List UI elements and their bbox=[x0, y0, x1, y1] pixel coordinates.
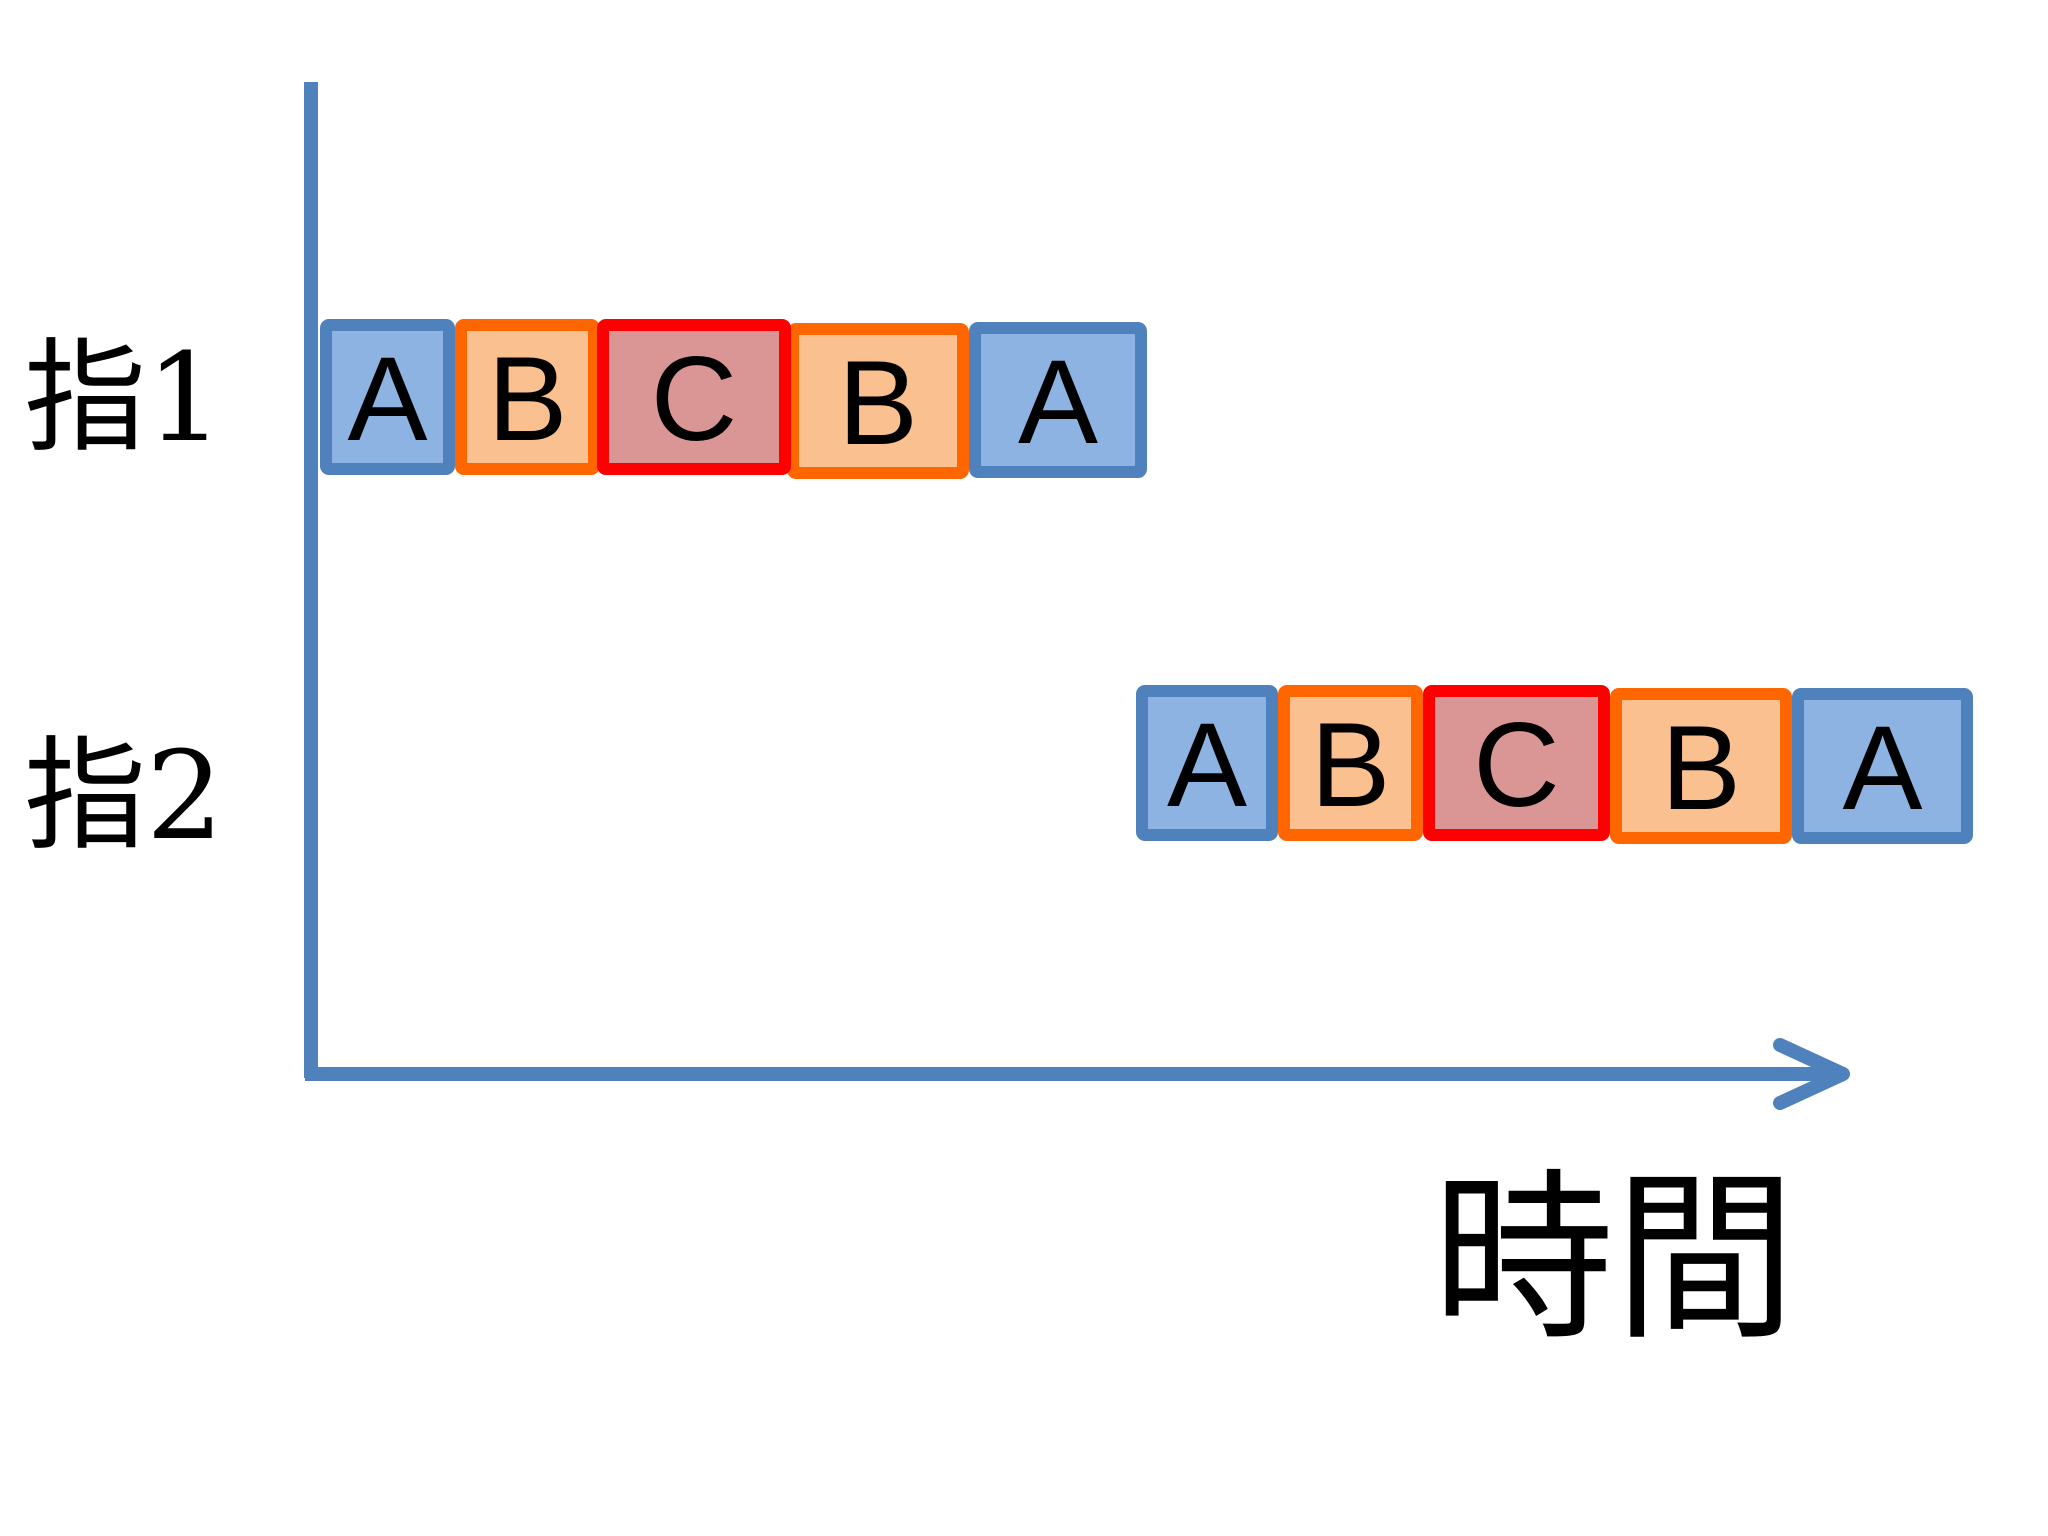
box-letter: A bbox=[1167, 698, 1247, 832]
box-letter: A bbox=[1842, 701, 1922, 835]
box-letter: B bbox=[487, 332, 567, 466]
box-frame bbox=[787, 323, 969, 479]
box-frame bbox=[969, 322, 1147, 478]
box-a-1-1: A bbox=[320, 319, 455, 475]
box-c-1-3: C bbox=[597, 319, 791, 475]
row-label-finger-2: 指2 bbox=[24, 725, 224, 867]
box-frame bbox=[1792, 688, 1973, 844]
box-frame bbox=[1136, 685, 1278, 841]
row-label-finger-1: 指1 bbox=[24, 327, 224, 469]
time-axis-label: 時間 bbox=[1432, 1153, 1796, 1365]
box-frame bbox=[320, 319, 455, 475]
box-letter: C bbox=[651, 332, 738, 466]
box-a-2-1: A bbox=[1136, 685, 1278, 841]
box-b-1-2: B bbox=[455, 319, 600, 475]
time-axis-arrowhead bbox=[1773, 1038, 1850, 1110]
box-frame bbox=[455, 319, 600, 475]
box-letter: B bbox=[1661, 701, 1741, 835]
box-a-2-5: A bbox=[1792, 688, 1973, 844]
box-letter: B bbox=[838, 336, 918, 470]
box-a-1-5: A bbox=[969, 322, 1147, 478]
box-b-1-4: B bbox=[787, 323, 969, 479]
box-frame bbox=[1278, 685, 1423, 841]
box-b-2-4: B bbox=[1610, 688, 1792, 844]
box-frame bbox=[1610, 688, 1792, 844]
box-letter: C bbox=[1473, 698, 1560, 832]
box-letter: A bbox=[347, 332, 427, 466]
box-c-2-3: C bbox=[1423, 685, 1610, 841]
box-frame bbox=[597, 319, 791, 475]
box-b-2-2: B bbox=[1278, 685, 1423, 841]
box-frame bbox=[1423, 685, 1610, 841]
box-letter: B bbox=[1310, 698, 1390, 832]
box-letter: A bbox=[1018, 335, 1098, 469]
